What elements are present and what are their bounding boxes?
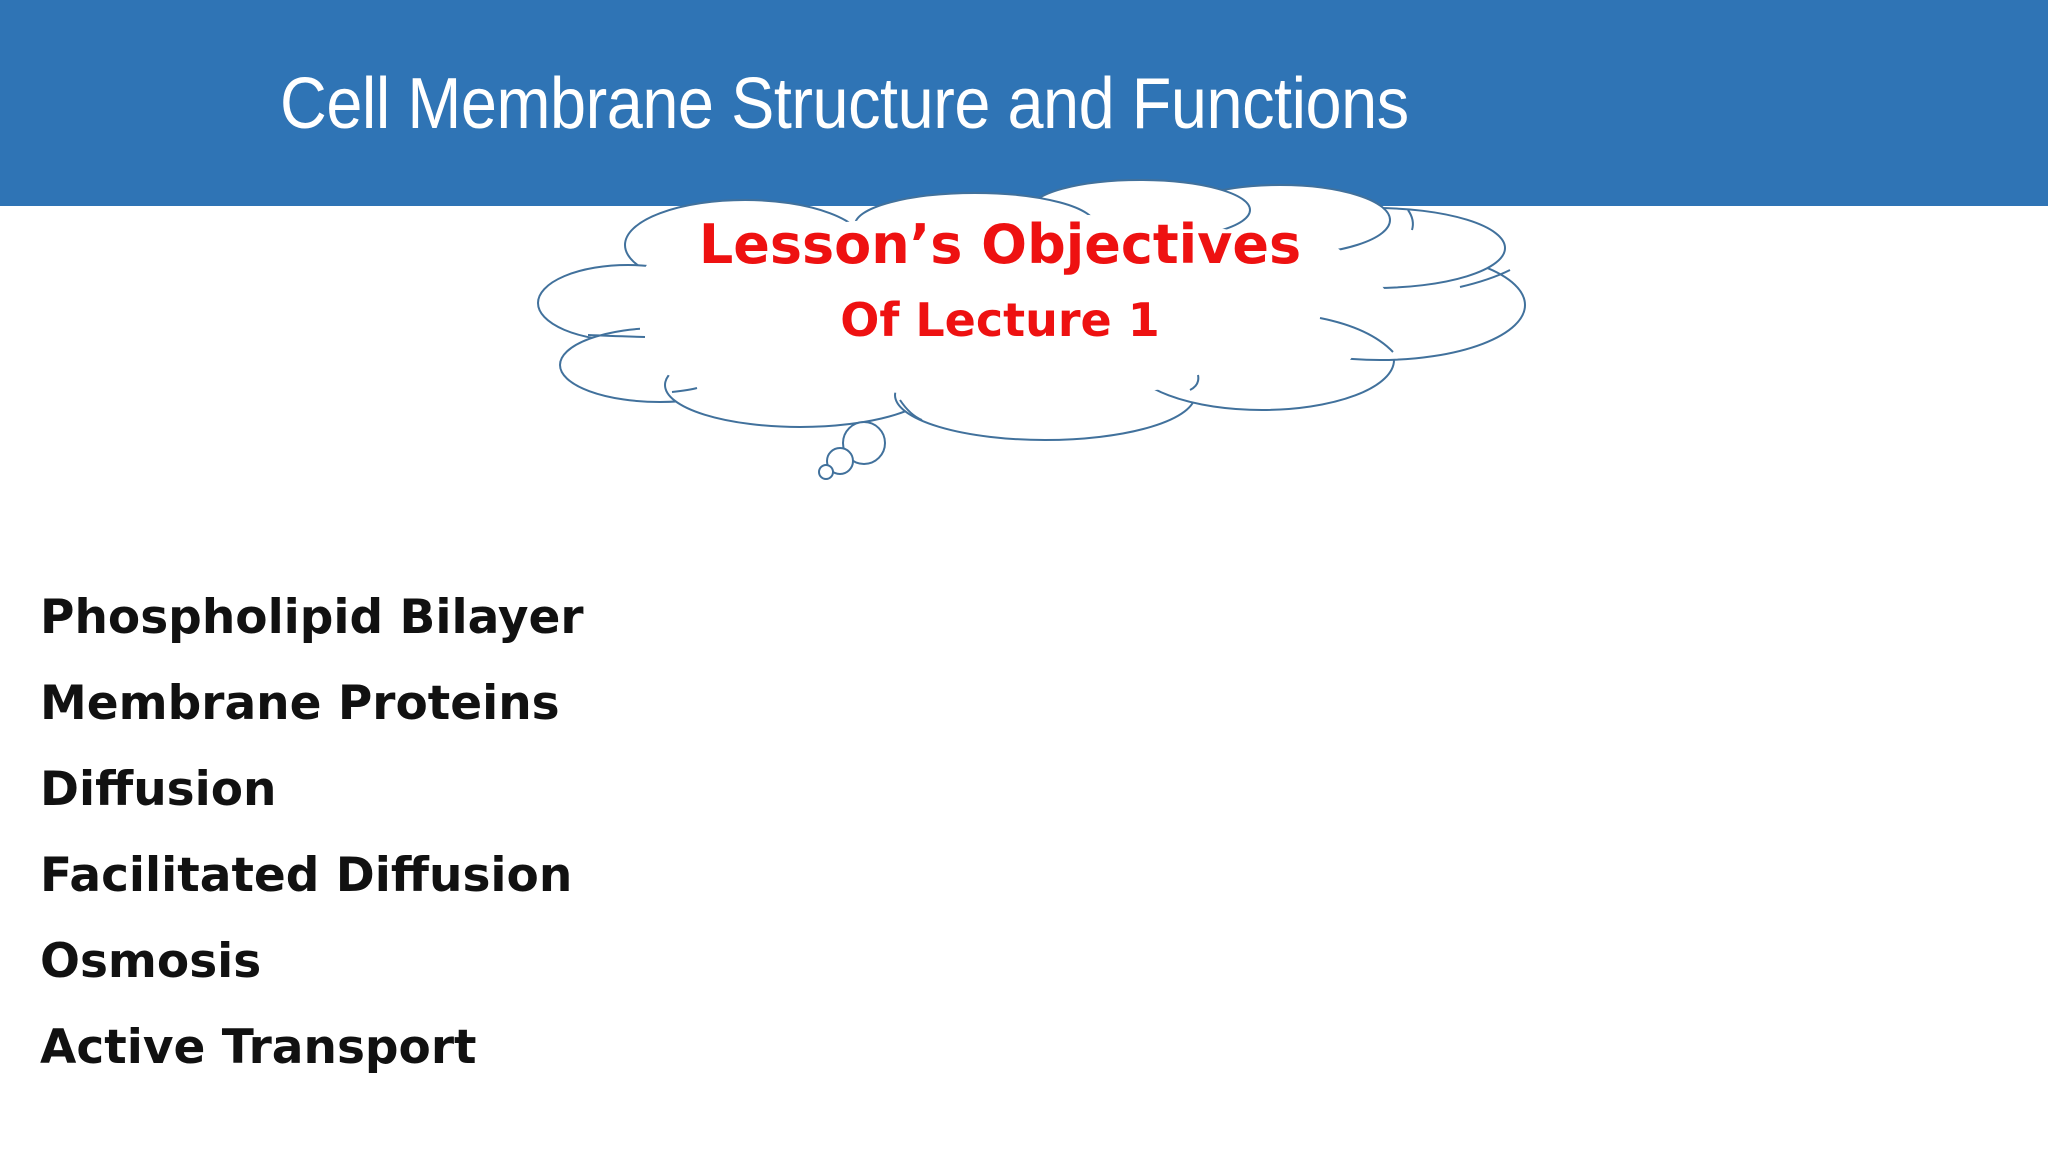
- thought-cloud-callout: [537, 179, 1526, 480]
- objective-item: Osmosis: [40, 934, 262, 989]
- objective-item: Diffusion: [40, 762, 277, 817]
- thought-bubble: [818, 464, 834, 480]
- thought-bubble: [826, 447, 854, 475]
- callout-heading: Lesson’s Objectives: [698, 213, 1302, 276]
- cloud-fold-line: [1189, 374, 1200, 391]
- objectives-list: Phospholipid Bilayer Membrane Proteins D…: [40, 575, 584, 1091]
- objective-item: Membrane Proteins: [40, 676, 560, 731]
- objective-item: Active Transport: [40, 1020, 477, 1075]
- title-bar: Cell Membrane Structure and Functions: [0, 0, 2048, 206]
- slide-title: Cell Membrane Structure and Functions: [280, 64, 1409, 144]
- cloud-body: [640, 240, 1360, 380]
- objective-item: Phospholipid Bilayer: [40, 590, 584, 645]
- cloud-fold-line: [1459, 269, 1511, 288]
- callout-subheading: Of Lecture 1: [840, 293, 1160, 347]
- thought-bubble: [842, 421, 886, 465]
- cloud-fold-line: [1407, 209, 1414, 231]
- cloud-fold-line: [587, 334, 646, 338]
- cloud-fold-line: [1319, 317, 1394, 353]
- objective-item: Facilitated Diffusion: [40, 848, 573, 903]
- cloud-fold-line: [671, 387, 698, 393]
- cloud-fold-line: [899, 399, 923, 421]
